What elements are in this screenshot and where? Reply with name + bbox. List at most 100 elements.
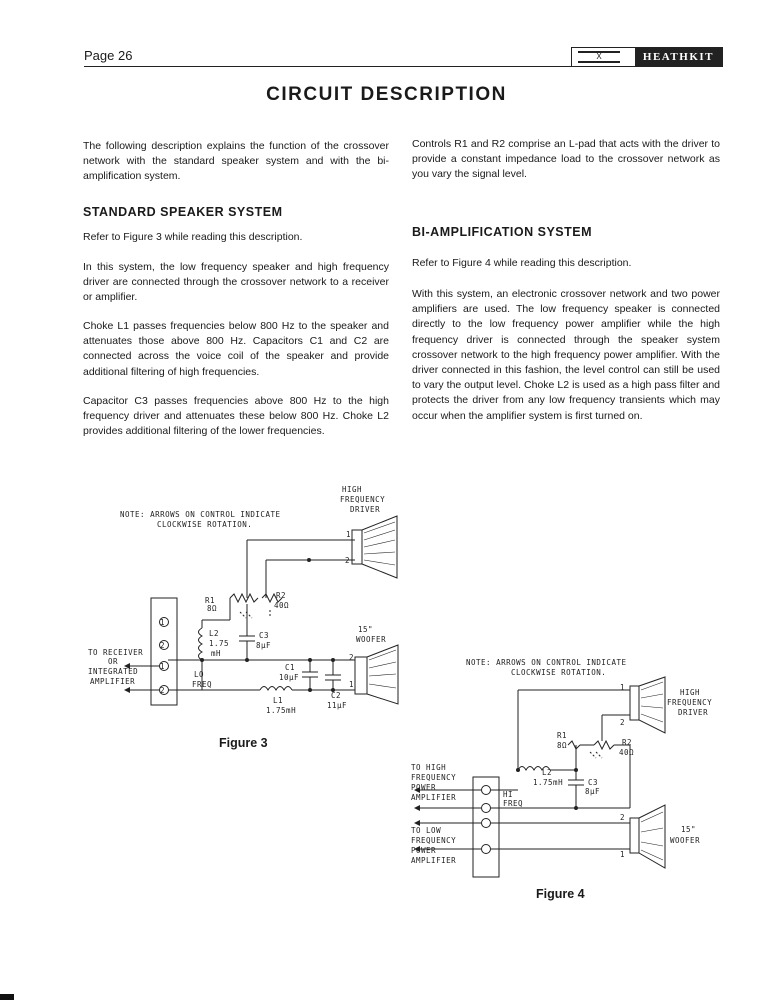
fig3-lo-label-1: LO (194, 670, 204, 679)
fig3-r1: R1 (205, 596, 215, 605)
fig3-terminal-strip (150, 597, 178, 706)
fig4-note-1: NOTE: ARROWS ON CONTROL INDICATE (466, 658, 627, 667)
fig4-lo-label-3: POWER (411, 846, 436, 855)
fig3-terminal-num-4: 2 (160, 686, 165, 695)
fig3-term-2: 2 (345, 556, 350, 565)
fig3-l2-value-1: 1.75 (209, 639, 229, 648)
fig3-terminal-2 (159, 640, 169, 650)
biamp-p1: Refer to Figure 4 while reading this des… (412, 257, 632, 269)
fig4-hf-b: FREQ (503, 799, 523, 808)
fig3-woofer-size: 15" (358, 625, 373, 634)
fig3-l1: L1 (273, 696, 283, 705)
fig4-note-2: CLOCKWISE ROTATION. (511, 668, 606, 677)
fig3-c3-value: 8μF (256, 641, 271, 650)
fig3-term-1: 1 (346, 530, 351, 539)
fig4-hi-label-4: AMPLIFIER (411, 793, 456, 802)
fig4-woofer-label: WOOFER (670, 836, 700, 845)
fig3-choke-l2 (198, 627, 204, 661)
fig3-hf-label-3: DRIVER (350, 505, 380, 514)
fig3-input-label-4: AMPLIFIER (90, 677, 135, 686)
fig3-hf-driver (361, 515, 398, 579)
header-rule (84, 66, 722, 67)
fig3-hf-label-1: HIGH (342, 485, 362, 494)
standard-p4: Capacitor C3 passes frequencies above 80… (83, 395, 389, 438)
fig4-hf-a: HI (503, 790, 513, 799)
fig4-woofer (638, 804, 666, 869)
page-corner-mark (0, 994, 14, 1000)
fig4-hi-label-1: TO HIGH (411, 763, 446, 772)
fig3-lo-label-2: FREQ (192, 680, 212, 689)
fig4-c3-value: 8μF (585, 787, 600, 796)
fig3-c2: C2 (331, 691, 341, 700)
fig3-r1-value: 8Ω (207, 604, 217, 613)
fig3-l2-value-2: mH (211, 649, 221, 658)
fig4-r2: R2 (622, 738, 632, 747)
fig3-l1-value: 1.75mH (266, 706, 296, 715)
fig4-choke-l2 (517, 766, 551, 772)
fig3-note-2: CLOCKWISE ROTATION. (157, 520, 252, 529)
fig4-control-r1 (567, 740, 581, 750)
fig3-woofer-label: WOOFER (356, 635, 386, 644)
fig3-terminal-num-3: 1 (160, 662, 165, 671)
biamp-heading: BI-AMPLIFICATION SYSTEM (412, 225, 593, 239)
page-number: Page 26 (84, 48, 133, 63)
figure-3-caption: Figure 3 (219, 736, 268, 750)
fig3-control-r2 (261, 592, 283, 604)
fig4-term-4: 1 (620, 850, 625, 859)
standard-heading: STANDARD SPEAKER SYSTEM (83, 205, 283, 219)
fig3-terminal-num-2: 2 (160, 641, 165, 650)
fig3-note-1: NOTE: ARROWS ON CONTROL INDICATE (120, 510, 281, 519)
fig3-input-label-3: INTEGRATED (88, 667, 138, 676)
fig4-r1: R1 (557, 731, 567, 740)
fig4-hf-label-1: HIGH (680, 688, 700, 697)
fig3-terminal-1 (159, 617, 169, 627)
biamp-p2: With this system, an electronic crossove… (412, 288, 720, 422)
fig3-terminal-num-1: 1 (160, 618, 165, 627)
fig4-l2-value: 1.75mH (533, 778, 563, 787)
fig4-terminal-strip (472, 776, 500, 878)
fig3-c1-value: 10μF (279, 673, 299, 682)
fig4-control-r2 (593, 739, 615, 751)
fig3-choke-l1 (259, 686, 293, 692)
fig3-c2-value: 11μF (327, 701, 347, 710)
fig3-control-r1 (229, 592, 259, 604)
logo-word: HEATHKIT (634, 48, 722, 66)
fig4-lo-label-4: AMPLIFIER (411, 856, 456, 865)
fig4-lo-label-1: TO LOW (411, 826, 441, 835)
right-intro: Controls R1 and R2 comprise an L-pad tha… (412, 138, 720, 181)
fig4-woofer-size: 15" (681, 825, 696, 834)
fig4-hf-label-2: FREQUENCY (667, 698, 712, 707)
fig3-l2: L2 (209, 629, 219, 638)
fig3-input-label-2: OR (108, 657, 118, 666)
fig4-l2: L2 (542, 768, 552, 777)
logo-mark-icon: X (578, 51, 620, 63)
standard-p3: Choke L1 passes frequencies below 800 Hz… (83, 320, 389, 378)
fig3-woofer-term-2: 2 (349, 653, 354, 662)
standard-p2: In this system, the low frequency speake… (83, 261, 389, 304)
fig3-input-label-1: TO RECEIVER (88, 648, 143, 657)
fig3-c3: C3 (259, 631, 269, 640)
fig4-hi-label-2: FREQUENCY (411, 773, 456, 782)
standard-p1: Refer to Figure 3 while reading this des… (83, 231, 303, 243)
fig4-term-2: 2 (620, 718, 625, 727)
fig4-lo-label-2: FREQUENCY (411, 836, 456, 845)
page-title: CIRCUIT DESCRIPTION (266, 84, 507, 105)
left-intro: The following description explains the f… (83, 140, 389, 183)
fig3-woofer-term-1: 1 (349, 680, 354, 689)
fig4-hf-label-3: DRIVER (678, 708, 708, 717)
fig4-hi-label-3: POWER (411, 783, 436, 792)
figure-4-caption: Figure 4 (536, 887, 585, 901)
fig4-term-1: 1 (620, 683, 625, 692)
fig4-c3: C3 (588, 778, 598, 787)
fig3-r2: R2 (276, 591, 286, 600)
fig3-hf-label-2: FREQUENCY (340, 495, 385, 504)
fig3-r2-value: 40Ω (274, 601, 289, 610)
fig3-woofer (366, 644, 399, 705)
fig4-r1-value: 8Ω (557, 741, 567, 750)
fig4-term-3: 2 (620, 813, 625, 822)
fig3-c1: C1 (285, 663, 295, 672)
fig4-r2-value: 40Ω (619, 748, 634, 757)
fig4-hf-driver (638, 676, 666, 734)
